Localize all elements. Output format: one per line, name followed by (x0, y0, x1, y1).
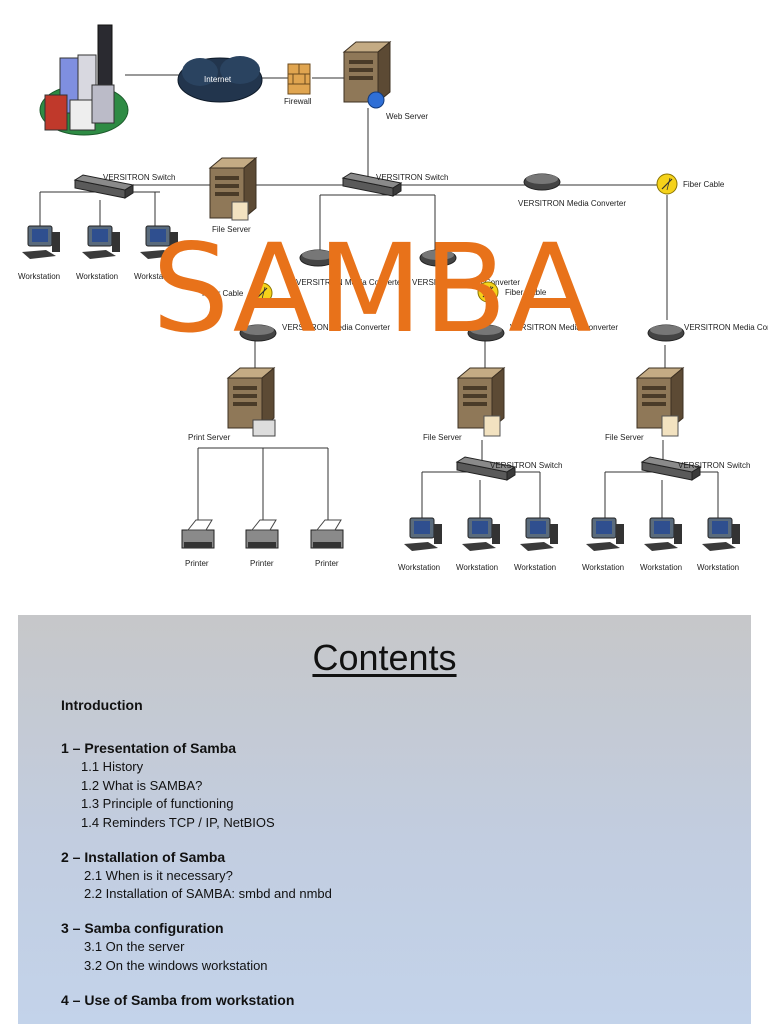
workstation-icon (403, 517, 443, 552)
toc-item: 2.1 When is it necessary? (84, 867, 233, 883)
workstation-label: Workstation (697, 563, 739, 572)
web-server-label: Web Server (386, 112, 428, 121)
file-server-mid-label: File Server (423, 433, 462, 442)
printer-icon (310, 519, 344, 549)
workstation-label: Workstation (456, 563, 498, 572)
workstation-label: Workstation (582, 563, 624, 572)
toc-item: 1.3 Principle of functioning (81, 796, 234, 811)
fiber-cable-mid-label: Fiber Cable (505, 288, 547, 297)
document-icon (231, 201, 249, 221)
workstation-icon (585, 517, 625, 552)
toc-introduction: Introduction (61, 697, 143, 713)
fiber-cable-left-label: Fiber Cable (202, 289, 244, 298)
toc-section-1: 1 – Presentation of Samba 1.1 History 1.… (61, 740, 701, 830)
printer-label: Printer (315, 559, 339, 568)
workstation-label: Workstation (134, 272, 176, 281)
workstation-label: Workstation (640, 563, 682, 572)
internet-label: Internet (204, 75, 232, 84)
network-diagram: Internet Firewall Web Server VERSITRON S… (18, 24, 768, 572)
printer-small-icon (252, 419, 276, 437)
media-converter-icon (523, 173, 561, 191)
toc-item: 3.2 On the windows workstation (84, 957, 268, 973)
workstation-icon (519, 517, 559, 552)
samba-title: SAMBA (152, 218, 593, 360)
right-switch-label: VERSITRON Switch (678, 461, 750, 470)
workstation-icon (701, 517, 741, 552)
toc-section-title: 2 – Installation of Samba (61, 848, 226, 865)
city-buildings-icon (39, 24, 129, 136)
table-of-contents: Introduction 1 – Presentation of Samba 1… (61, 697, 701, 1024)
mid-switch-label: VERSITRON Switch (490, 461, 562, 470)
fiber-cable-icon (656, 173, 678, 195)
toc-item: 1.4 Reminders TCP / IP, NetBIOS (81, 814, 275, 830)
media-converter-d-label: VERSITRON Media Converter (510, 323, 618, 332)
toc-section-4: 4 – Use of Samba from workstation (61, 992, 701, 1008)
printer-icon (245, 519, 279, 549)
toc-section-3: 3 – Samba configuration 3.1 On the serve… (61, 920, 701, 973)
document-icon (483, 415, 501, 437)
media-converter-right-label: VERSITRON Media Converter (518, 199, 626, 208)
workstation-label: Workstation (76, 272, 118, 281)
media-converter-c-label: VERSITRON Media Converter (282, 323, 390, 332)
media-converter-b-label: VERSITRON Media Converter (412, 278, 520, 287)
globe-icon (367, 91, 385, 109)
left-switch-label: VERSITRON Switch (103, 173, 175, 182)
firewall-icon (287, 63, 311, 95)
media-converter-a-label: VERSITRON Media Converter (296, 278, 404, 287)
toc-section-title: 1 – Presentation of Samba (61, 740, 237, 756)
file-server-right-label: File Server (605, 433, 644, 442)
print-server-label: Print Server (188, 433, 231, 442)
toc-item: 1.1 History (81, 759, 144, 774)
media-converter-icon (647, 324, 685, 342)
workstation-icon (81, 225, 121, 260)
toc-section-title: 4 – Use of Samba from workstation (61, 991, 295, 1008)
fiber-cable-right-label: Fiber Cable (683, 180, 725, 189)
firewall-label: Firewall (284, 97, 312, 106)
workstation-icon (21, 225, 61, 260)
toc-item: 1.2 What is SAMBA? (81, 777, 203, 793)
web-server-icon (343, 41, 391, 103)
contents-heading: Contents (312, 637, 457, 678)
printer-label: Printer (185, 559, 209, 568)
internet-cloud-icon: Internet (177, 56, 263, 103)
print-server-icon (227, 367, 275, 429)
contents-panel: Contents Introduction 1 – Presentation o… (18, 615, 751, 1024)
toc-section-2: 2 – Installation of Samba 2.1 When is it… (61, 849, 701, 902)
toc-item: 2.2 Installation of SAMBA: smbd and nmbd (84, 886, 332, 901)
workstation-icon (461, 517, 501, 552)
workstation-label: Workstation (18, 272, 60, 281)
toc-item: 3.1 On the server (84, 939, 185, 954)
workstation-label: Workstation (398, 563, 440, 572)
printer-label: Printer (250, 559, 274, 568)
toc-section-title: 3 – Samba configuration (61, 920, 224, 936)
center-switch-label: VERSITRON Switch (376, 173, 448, 182)
workstation-label: Workstation (514, 563, 556, 572)
file-server-top-label: File Server (212, 225, 251, 234)
document-icon (661, 415, 679, 437)
printer-icon (181, 519, 215, 549)
workstation-icon (643, 517, 683, 552)
media-converter-e-label: VERSITRON Media Converter (684, 323, 768, 332)
